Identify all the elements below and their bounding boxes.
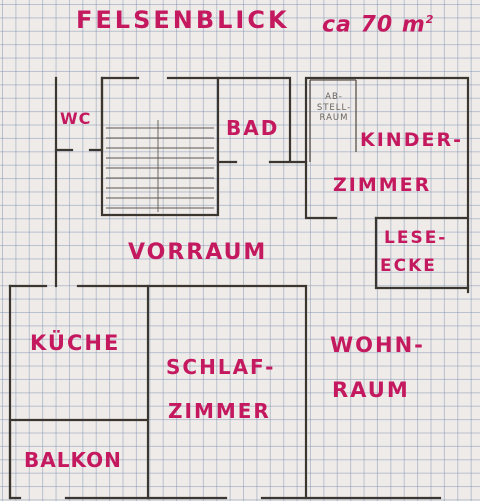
- room-label-leseecke-line2: ECKE: [380, 256, 437, 276]
- room-label-kinderzimmer-line1: KINDER-: [360, 129, 463, 151]
- leseecke-walls: [374, 216, 470, 290]
- abstellraum-line3: RAUM: [319, 113, 349, 124]
- room-label-schlafzimmer-line2: ZIMMER: [168, 399, 271, 423]
- room-label-abstellraum: AB- STELL- RAUM: [312, 92, 356, 124]
- wc-walls: [54, 76, 104, 152]
- abstellraum-line1: AB-: [325, 92, 343, 102]
- room-label-kinderzimmer-line2: ZIMMER: [333, 174, 432, 196]
- room-label-schlafzimmer-line1: SCHLAF-: [166, 355, 276, 379]
- area-value: ca 70 m: [322, 12, 426, 38]
- room-label-kueche: KÜCHE: [30, 331, 121, 355]
- room-label-bad: BAD: [226, 116, 280, 140]
- corridor-walls: [8, 284, 308, 500]
- room-label-wc: WC: [60, 109, 92, 128]
- balkon-walls: [8, 418, 150, 500]
- plan-title: FELSENBLICK: [76, 6, 290, 34]
- kinderzimmer-walls: [304, 76, 470, 294]
- room-label-vorraum: VORRAUM: [128, 240, 268, 265]
- stair-walls: [100, 76, 220, 217]
- room-label-balkon: BALKON: [24, 448, 122, 472]
- area-superscript: 2: [425, 13, 435, 26]
- area-label: ca 70 m2: [322, 14, 434, 36]
- room-label-wohnraum-line2: RAUM: [332, 378, 410, 402]
- abstellraum-walls: [309, 79, 357, 162]
- room-label-wohnraum-line1: WOHN-: [330, 333, 425, 357]
- abstellraum-line2: STELL-: [316, 102, 352, 113]
- room-label-leseecke-line1: LESE-: [384, 228, 448, 248]
- bad-walls: [216, 76, 308, 164]
- staircase: [106, 120, 214, 212]
